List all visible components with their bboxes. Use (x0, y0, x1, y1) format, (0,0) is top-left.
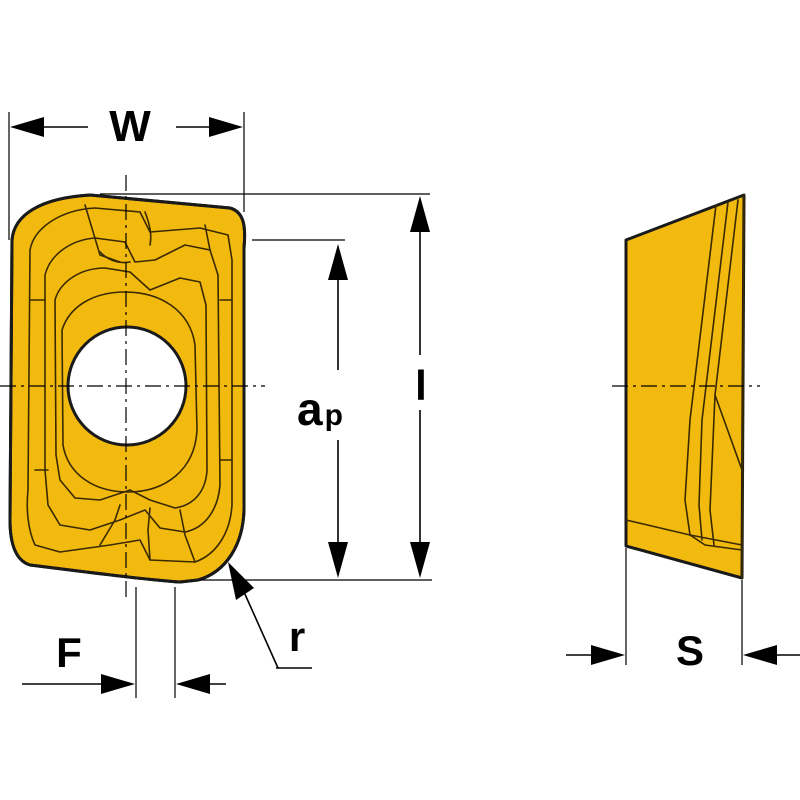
insert-facets (26, 204, 233, 563)
thickness-dimension: S (566, 548, 800, 674)
corner-radius-leader: r (228, 562, 312, 669)
depth-label-main: a (297, 383, 323, 435)
flat-label: F (56, 629, 82, 676)
length-dimension: l (100, 193, 432, 581)
thickness-label: S (676, 627, 704, 674)
depth-label: ap (297, 383, 343, 435)
width-label: W (109, 102, 151, 151)
depth-label-sub: p (325, 399, 343, 432)
length-label: l (415, 362, 427, 409)
flat-dimension: F (22, 587, 226, 698)
width-dimension: W (8, 102, 245, 240)
insert-front-view (8, 193, 247, 584)
depth-of-cut-dimension: ap (252, 239, 348, 578)
radius-label: r (289, 613, 305, 660)
